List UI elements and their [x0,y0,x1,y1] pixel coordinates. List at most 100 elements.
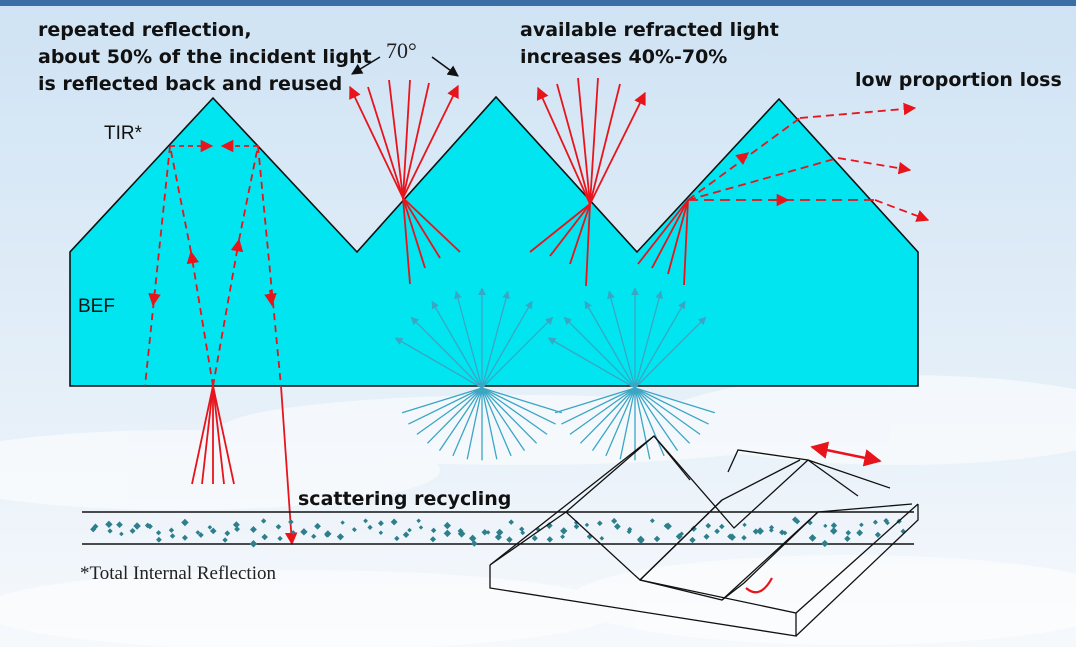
top-bar [0,0,1076,6]
label-repeated-reflection-2: about 50% of the incident light [38,46,372,68]
diffuser-particle [394,535,400,542]
incident-ray [394,337,483,389]
incident-light-fan-left [394,287,563,461]
diffuser-particle [829,527,838,535]
diffuser-particle [689,536,696,544]
scatter-ray [634,387,709,425]
diffuser-particle [703,533,710,540]
incident-ray [634,316,707,389]
diffuser-particle [508,519,514,525]
scatter-ray [481,387,526,451]
label-repeated-reflection-1: repeated reflection, [38,19,252,41]
scatter-ray [569,387,636,435]
diffuser-particle [277,535,283,542]
diffuser-particle [649,518,655,524]
diffuser-particle [546,536,554,543]
diffuser-particle [418,525,424,530]
diffuser-particle [443,521,452,530]
diffuser-particle [249,540,258,548]
diffuser-particle [443,529,452,538]
label-repeated-reflection-3: is reflected back and reused [38,73,342,95]
scatter-ray [591,387,636,451]
low-loss-rays [637,102,930,286]
diffuser-particle [560,534,565,540]
diffuser-particle [288,519,294,525]
scatter-ray [466,387,483,460]
scatter-ray [605,387,636,457]
incident-ray [410,316,483,389]
scatter-ray [554,387,636,414]
incident-ray [481,290,510,389]
diffuser-particle [378,530,384,536]
scatter-ray [634,387,651,460]
scatter-ray [401,387,483,414]
diffuser-particle [407,527,412,533]
diffuser-particle [719,523,725,530]
diffuser-particle [481,529,489,536]
scatter-ray [426,387,483,444]
diffuser-particle [429,536,437,543]
diffuser-particle [302,529,308,535]
diffuser-particle [290,530,296,535]
diffuser-particle [340,520,345,525]
label-tir: TIR* [104,123,143,144]
scatter-ray [452,387,483,457]
diffuser-particle [377,520,384,527]
incident-ray [634,290,663,389]
diffuser-particle [874,531,881,538]
angle-arrows [351,56,459,77]
scatter-ray [561,387,636,425]
diffuser-particle [573,520,579,526]
label-available-refracted-2: increases 40%-70% [520,46,727,68]
diffuser-particle [531,535,538,542]
diffuser-particle [742,522,747,528]
diffuser-particle [844,535,851,542]
diffuser-particle [653,535,661,543]
label-available-refracted-1: available refracted light [520,19,779,41]
scatter-ray [481,387,556,425]
diffuser-particle [845,530,852,536]
scatter-ray [438,387,483,451]
scatter-ray [481,387,548,435]
label-footnote: *Total Internal Reflection [80,563,276,584]
diffuser-particle [705,522,712,529]
diffuser-particle [92,523,99,530]
scatter-ray [481,387,563,414]
diffuser-particle [741,534,747,541]
incident-ray [634,300,686,389]
refracted-fan-middle [529,77,646,287]
scatter-ray [634,387,679,451]
diffuser-particle [664,522,672,530]
diffuser-particle [808,534,817,542]
diffuser-particle [714,528,720,535]
incident-ray [584,300,636,389]
direction-arrow [810,441,882,467]
diffuser-particle [885,520,890,526]
incident-ray [563,316,636,389]
tir-rays [144,139,298,546]
diffuser-particle [821,539,829,548]
diffuser-particle [756,527,765,535]
diffuser-particle [560,527,568,535]
diffuser-particle [679,531,684,537]
incident-ray [481,316,554,389]
diffuser-particle [611,517,618,524]
label-low-loss: low proportion loss [855,69,1062,91]
incident-light-fan-right [547,287,716,461]
diffuser-particle [599,536,605,541]
diffuser-particle [195,530,201,535]
incident-ray [481,300,533,389]
incident-ray [547,337,636,389]
label-scattering: scattering recycling [298,488,511,510]
incident-ray [607,290,636,389]
diffuser-particle [791,516,799,523]
label-angle: 70° [386,38,417,63]
scatter-ray [481,387,498,460]
scatter-ray [619,387,636,460]
diffuser-particle [485,530,491,535]
scatter-ray [408,387,483,425]
diffuser-particle [222,537,228,543]
incident-ray [454,290,483,389]
prism-sheet-3d-sketch [489,435,919,637]
